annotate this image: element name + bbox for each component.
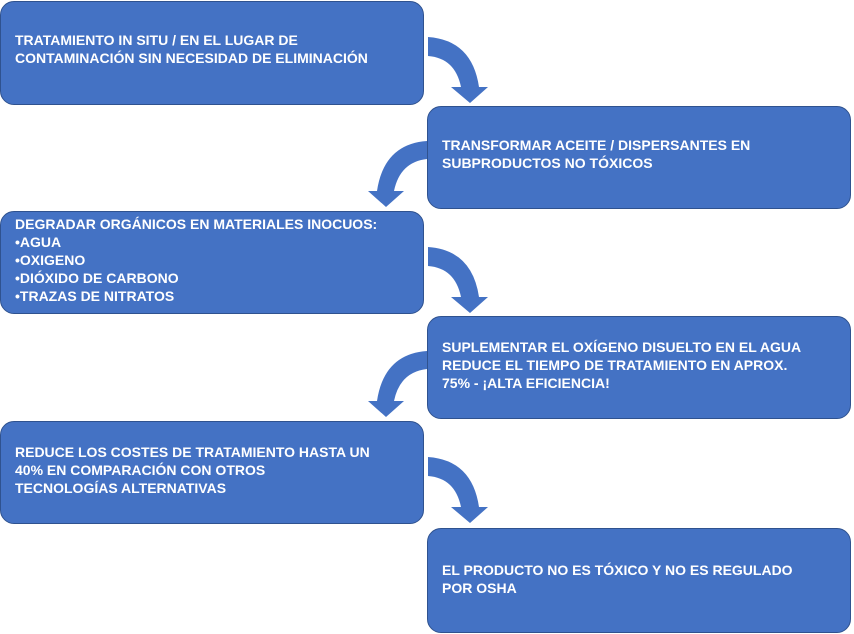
step-1-box: TRATAMIENTO IN SITU / EN EL LUGAR DE CON… [0,1,424,105]
step-4-line: SUPLEMENTAR EL OXÍGENO DISUELTO EN EL AG… [442,338,802,355]
step-3-bullet-list: AGUA OXIGENO DIÓXIDO DE CARBONO TRAZAS D… [15,233,409,305]
step-2-box: TRANSFORMAR ACEITE / DISPERSANTES EN SUB… [427,106,851,209]
bullet-item: TRAZAS DE NITRATOS [15,287,409,305]
step-3-heading: DEGRADAR ORGÁNICOS EN MATERIALES INOCUOS… [15,215,378,232]
step-4-line: 75% - ¡ALTA EFICIENCIA! [442,374,610,391]
bullet-item: AGUA [15,233,409,251]
step-5-line: TECNOLOGÍAS ALTERNATIVAS [15,479,227,496]
step-5-box: REDUCE LOS COSTES DE TRATAMIENTO HASTA U… [0,421,424,524]
step-2-line: SUBPRODUCTOS NO TÓXICOS [442,154,653,171]
curved-arrow-right-icon [428,457,488,523]
bullet-item: OXIGENO [15,251,409,269]
curved-arrow-left-icon [368,141,427,207]
step-2-line: TRANSFORMAR ACEITE / DISPERSANTES EN [442,136,751,153]
curved-arrow-right-icon [428,247,488,313]
curved-arrow-right-icon [428,37,488,103]
step-3-box: DEGRADAR ORGÁNICOS EN MATERIALES INOCUOS… [0,211,424,314]
step-5-line: REDUCE LOS COSTES DE TRATAMIENTO HASTA U… [15,443,370,460]
step-1-line: CONTAMINACIÓN SIN NECESIDAD DE ELIMINACI… [15,50,368,66]
step-4-line: REDUCE EL TIEMPO DE TRATAMIENTO EN APROX… [442,356,788,373]
step-4-box: SUPLEMENTAR EL OXÍGENO DISUELTO EN EL AG… [427,316,851,419]
curved-arrow-left-icon [368,351,427,417]
step-1-line: TRATAMIENTO IN SITU / EN EL LUGAR DE [15,32,298,48]
bullet-item: DIÓXIDO DE CARBONO [15,269,409,287]
step-6-line: POR OSHA [442,579,517,596]
step-6-line: EL PRODUCTO NO ES TÓXICO Y NO ES REGULAD… [442,561,793,578]
step-6-box: EL PRODUCTO NO ES TÓXICO Y NO ES REGULAD… [427,528,851,633]
step-5-line: 40% EN COMPARACIÓN CON OTROS [15,461,266,478]
